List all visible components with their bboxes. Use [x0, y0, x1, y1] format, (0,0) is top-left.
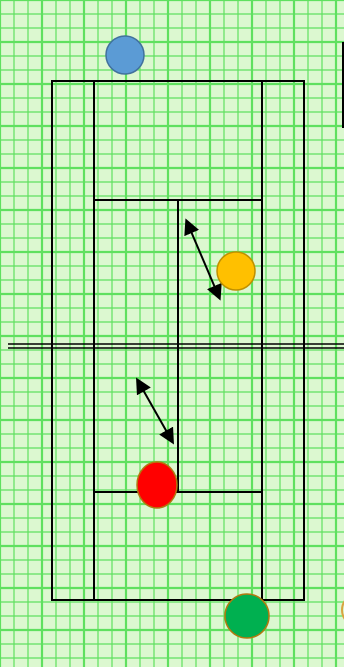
player-red [136, 461, 178, 509]
player-green [224, 593, 270, 639]
movement-arrow-top [184, 218, 222, 301]
movement-arrow-bottom [136, 377, 174, 445]
edge-partial-shape [341, 600, 344, 620]
court-outer-boundary [51, 80, 305, 601]
player-yellow [216, 251, 256, 291]
player-blue [105, 35, 145, 75]
